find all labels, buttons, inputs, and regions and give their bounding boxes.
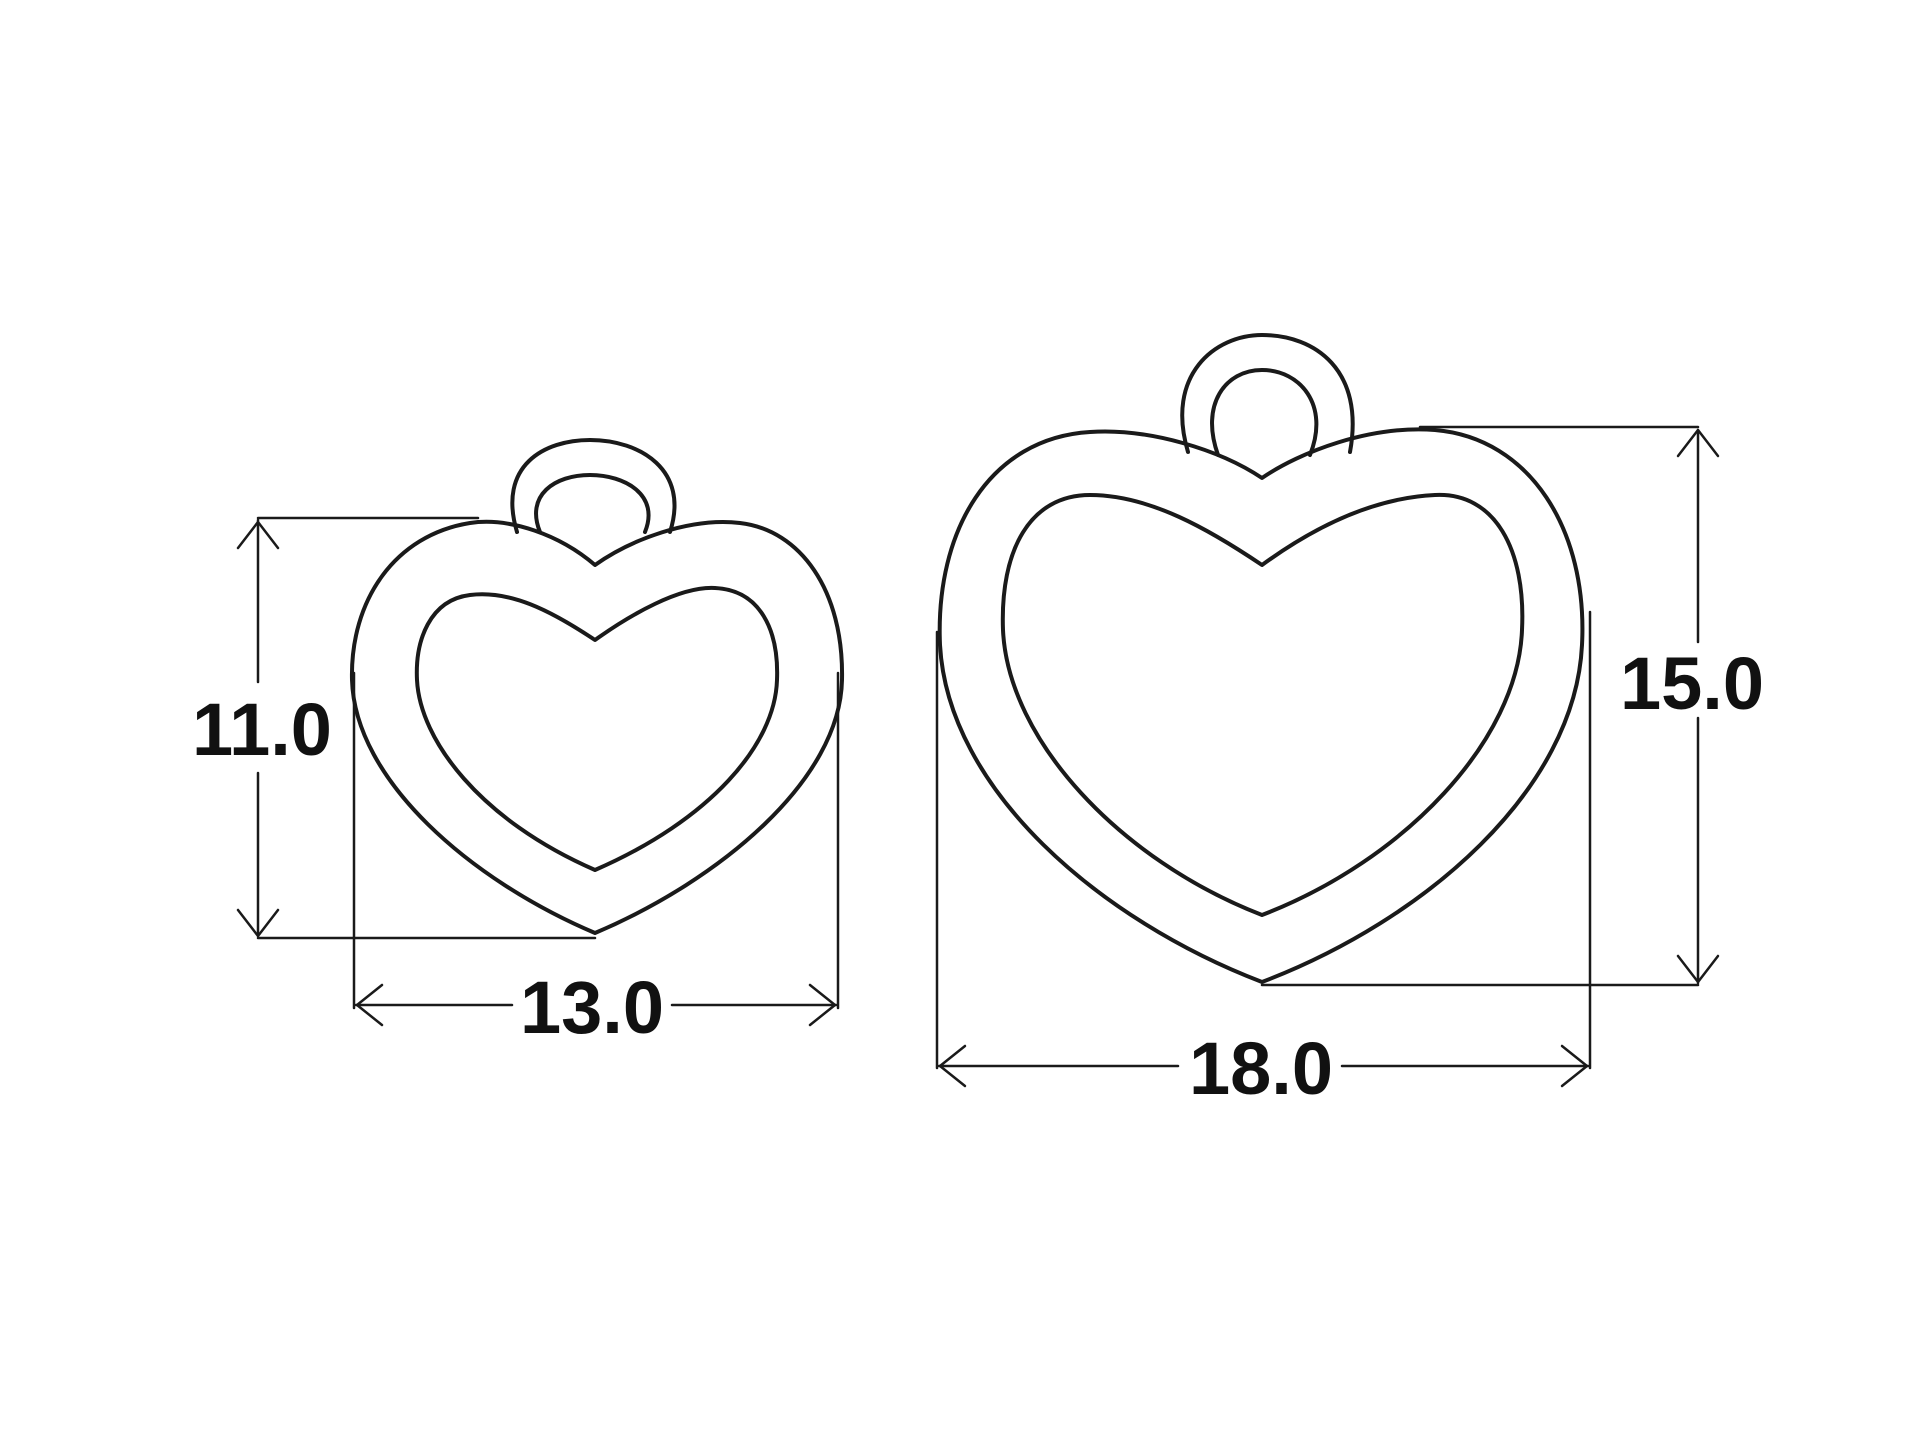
small-height-dimension: 11.0 [192,516,597,940]
small-width-label: 13.0 [520,966,664,1049]
small-bail-inner [534,473,651,534]
large-height-dimension: 15.0 [1260,425,1764,987]
small-bail-outer [510,438,677,534]
small-heart-outer [349,519,845,935]
large-heart-pendant [937,333,1585,984]
large-bail-inner [1210,368,1319,457]
small-width-dimension: 13.0 [352,671,840,1049]
small-heart-pendant [349,438,845,935]
large-heart-inner [1000,492,1525,917]
large-width-label: 18.0 [1189,1027,1333,1110]
small-height-label: 11.0 [192,688,332,771]
large-height-label: 15.0 [1620,642,1764,725]
large-width-dimension: 18.0 [935,610,1592,1110]
large-heart-outer [937,427,1585,984]
large-bail-outer [1180,333,1355,454]
small-heart-inner [414,585,780,872]
